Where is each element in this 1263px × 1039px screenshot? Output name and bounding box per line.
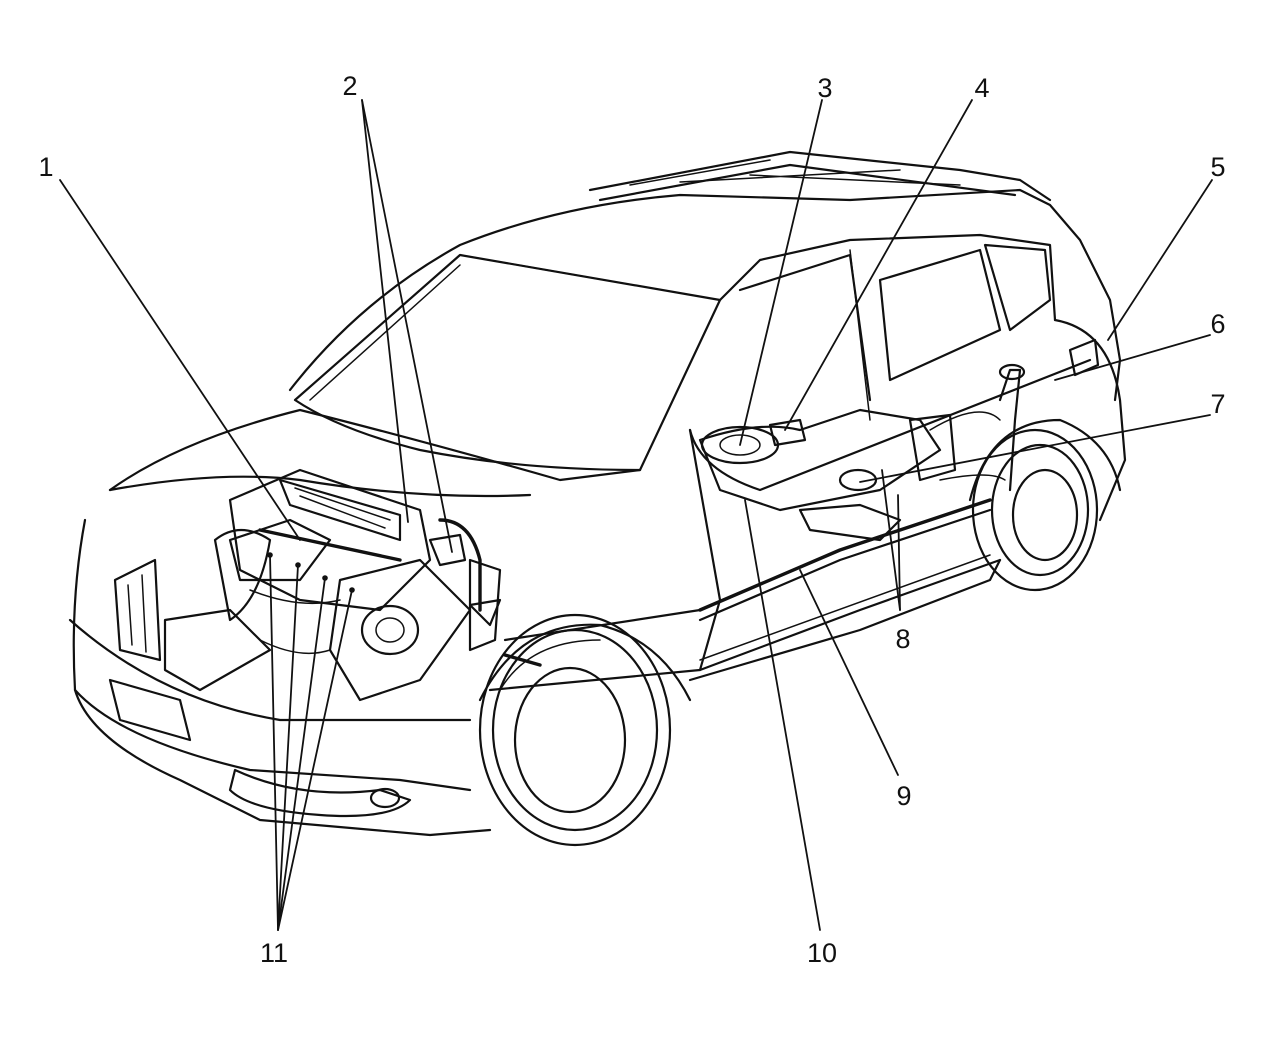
leader-11c xyxy=(277,577,326,931)
front-wheel xyxy=(478,613,692,847)
callout-6: 6 xyxy=(1210,309,1225,339)
callout-11: 11 xyxy=(260,938,288,968)
leader-9 xyxy=(799,569,899,776)
callout-3: 3 xyxy=(817,73,832,103)
leader-6 xyxy=(1054,334,1211,381)
callout-10: 10 xyxy=(807,938,837,968)
leader-lines xyxy=(59,99,1213,931)
leader-11a xyxy=(269,554,279,931)
underbody-components xyxy=(503,363,1026,667)
leader-2b xyxy=(361,99,453,553)
callout-7: 7 xyxy=(1210,389,1225,419)
rear-wheel xyxy=(968,418,1122,592)
callout-5: 5 xyxy=(1210,152,1225,182)
leader-1 xyxy=(59,179,301,541)
leader-7 xyxy=(859,414,1211,483)
leader-11b xyxy=(277,564,299,931)
callout-8: 8 xyxy=(895,624,910,654)
leader-5 xyxy=(1107,179,1213,341)
leader-11d xyxy=(277,589,353,931)
leader-10 xyxy=(744,499,821,931)
callout-9: 9 xyxy=(896,781,911,811)
callout-4: 4 xyxy=(974,73,989,103)
engine-compartment xyxy=(213,468,502,702)
callout-2: 2 xyxy=(342,71,357,101)
leader-4 xyxy=(784,99,973,431)
callout-labels: 1 2 3 4 5 6 7 8 9 10 11 xyxy=(38,71,1225,968)
vehicle-body xyxy=(68,150,1127,837)
leader-3 xyxy=(739,99,823,446)
callout-1: 1 xyxy=(38,152,53,182)
leader-8a xyxy=(881,469,901,611)
leader-2a xyxy=(361,99,409,523)
leader-8b xyxy=(897,494,901,611)
